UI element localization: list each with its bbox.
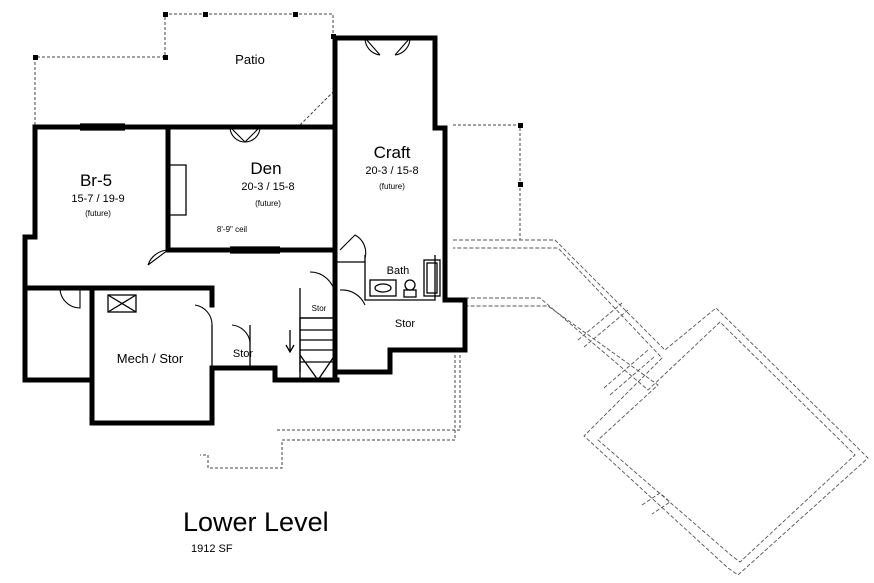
den-ceiling: 8'-9" ceil — [217, 225, 247, 234]
craft-dims: 20-3 / 15-8 — [365, 165, 418, 177]
craft-note: (future) — [379, 182, 405, 191]
bath-label: Bath — [387, 265, 410, 277]
plan-area: 1912 SF — [191, 543, 233, 555]
mech-stor-label: Mech / Stor — [117, 351, 184, 366]
deck-outline — [453, 123, 869, 576]
stor-center-label: Stor — [233, 348, 254, 360]
doors — [59, 37, 411, 343]
den-note: (future) — [255, 199, 281, 208]
stair — [285, 317, 336, 381]
porch-outline — [200, 355, 461, 469]
stor-right-label: Stor — [395, 318, 416, 330]
craft-name: Craft — [374, 143, 411, 162]
br5-name: Br-5 — [80, 171, 112, 190]
plan-title: Lower Level — [183, 507, 329, 537]
br5-dims: 15-7 / 19-9 — [71, 193, 124, 205]
br5-note: (future) — [85, 209, 111, 218]
den-name: Den — [250, 159, 281, 178]
stor-small-label: Stor — [312, 304, 327, 313]
patio-label: Patio — [235, 52, 265, 67]
patio-outline — [33, 12, 336, 126]
den-dims: 20-3 / 15-8 — [241, 181, 294, 193]
